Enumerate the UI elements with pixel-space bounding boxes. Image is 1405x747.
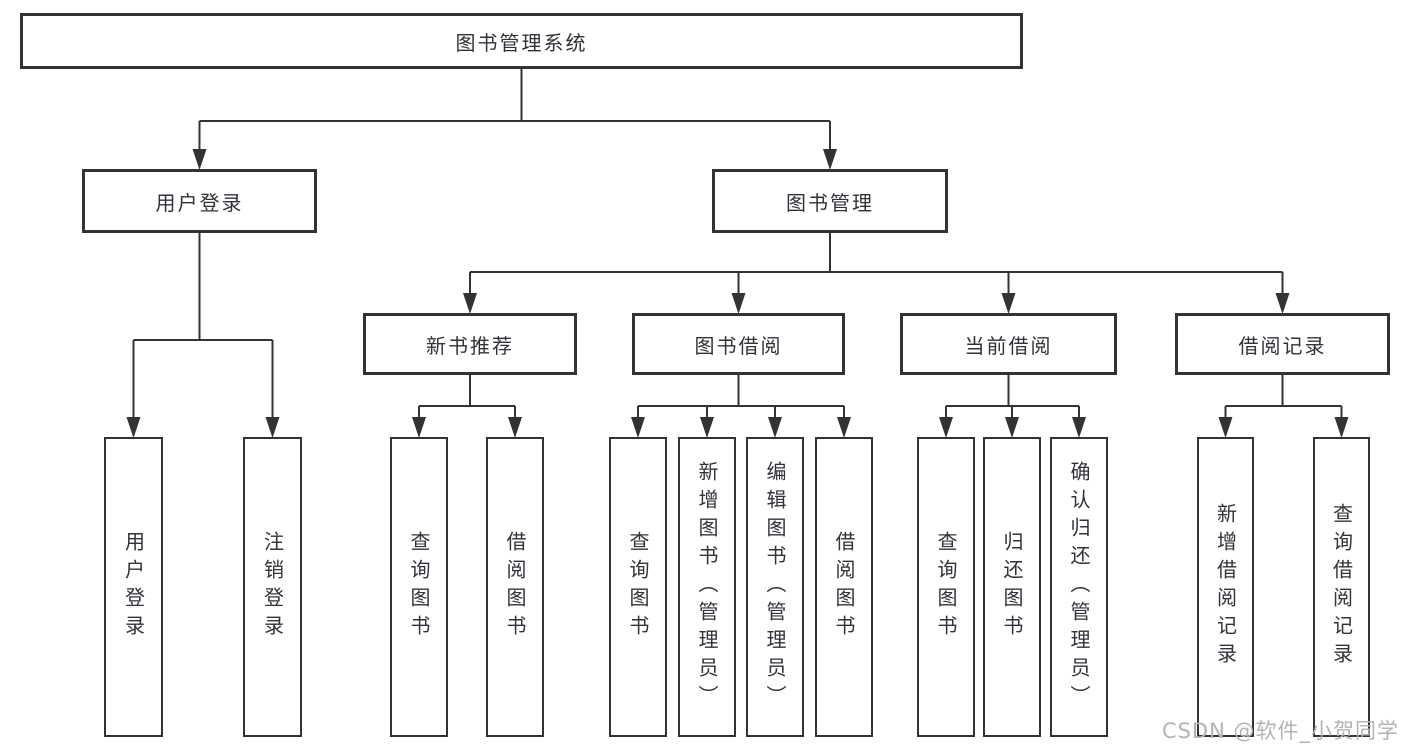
arrowhead-icon (265, 417, 280, 438)
node-user-login: 用户登录 (82, 169, 317, 233)
arrowhead-icon (1001, 293, 1016, 314)
node-leaf-bb-add: 新增图书（管理员） (678, 437, 736, 737)
node-label: 当前借阅 (964, 333, 1053, 358)
arrowhead-icon (1005, 417, 1019, 438)
arrowhead-icon (1334, 417, 1349, 438)
arrowhead-icon (126, 417, 141, 438)
node-new-book-rec: 新书推荐 (363, 313, 577, 375)
node-label: 借阅图书 (832, 531, 856, 643)
node-label: 图书管理系统 (455, 30, 588, 55)
node-label: 归还图书 (1000, 531, 1024, 643)
arrowhead-icon (1072, 417, 1086, 438)
arrowhead-icon (508, 417, 522, 438)
node-leaf-bb-edit: 编辑图书（管理员） (746, 437, 804, 737)
arrowhead-icon (837, 417, 851, 438)
node-label: 查询图书 (934, 531, 958, 643)
arrowhead-icon (192, 149, 207, 170)
node-label: 编辑图书（管理员） (763, 461, 787, 713)
arrowhead-icon (823, 149, 837, 170)
arrowhead-icon (631, 417, 645, 438)
node-label: 图书管理 (786, 190, 874, 215)
node-label: 图书借阅 (694, 333, 783, 358)
node-leaf-user-login: 用户登录 (104, 437, 163, 737)
arrowhead-icon (700, 417, 714, 438)
arrowhead-icon (1275, 293, 1290, 314)
node-label: 用户登录 (155, 190, 244, 215)
node-borrowing-records: 借阅记录 (1175, 313, 1390, 375)
node-leaf-bb-query: 查询图书 (609, 437, 667, 737)
node-label: 查询图书 (626, 531, 650, 643)
node-leaf-br-query: 查询借阅记录 (1313, 437, 1370, 737)
node-label: 确认归还（管理员） (1067, 461, 1091, 713)
node-label: 用户登录 (121, 531, 146, 643)
node-label: 新增借阅记录 (1213, 503, 1238, 671)
node-leaf-cb-query: 查询图书 (917, 437, 975, 737)
node-label: 注销登录 (260, 531, 285, 643)
node-label: 借阅记录 (1238, 333, 1327, 358)
node-book-mgmt: 图书管理 (712, 169, 948, 233)
node-leaf-cb-return: 归还图书 (983, 437, 1041, 737)
node-system: 图书管理系统 (20, 13, 1023, 69)
node-leaf-rec-borrow: 借阅图书 (486, 437, 544, 737)
node-leaf-br-add: 新增借阅记录 (1197, 437, 1254, 737)
node-current-borrowing: 当前借阅 (900, 313, 1117, 375)
node-label: 查询图书 (407, 531, 431, 643)
node-label: 查询借阅记录 (1329, 503, 1354, 671)
arrowhead-icon (463, 293, 477, 314)
node-leaf-cb-confirm: 确认归还（管理员） (1050, 437, 1108, 737)
arrowhead-icon (1218, 417, 1233, 438)
arrowhead-icon (768, 417, 782, 438)
arrowhead-icon (939, 417, 953, 438)
node-label: 借阅图书 (503, 531, 527, 643)
arrowhead-icon (412, 417, 426, 438)
node-label: 新书推荐 (426, 333, 514, 358)
node-label: 新增图书（管理员） (695, 461, 719, 713)
watermark: CSDN @软件_小贺同学 (1161, 719, 1399, 743)
arrowhead-icon (731, 293, 746, 314)
node-leaf-rec-query: 查询图书 (390, 437, 448, 737)
node-book-borrowing: 图书借阅 (632, 313, 845, 375)
node-leaf-bb-borrow: 借阅图书 (815, 437, 873, 737)
node-leaf-logout: 注销登录 (243, 437, 302, 737)
